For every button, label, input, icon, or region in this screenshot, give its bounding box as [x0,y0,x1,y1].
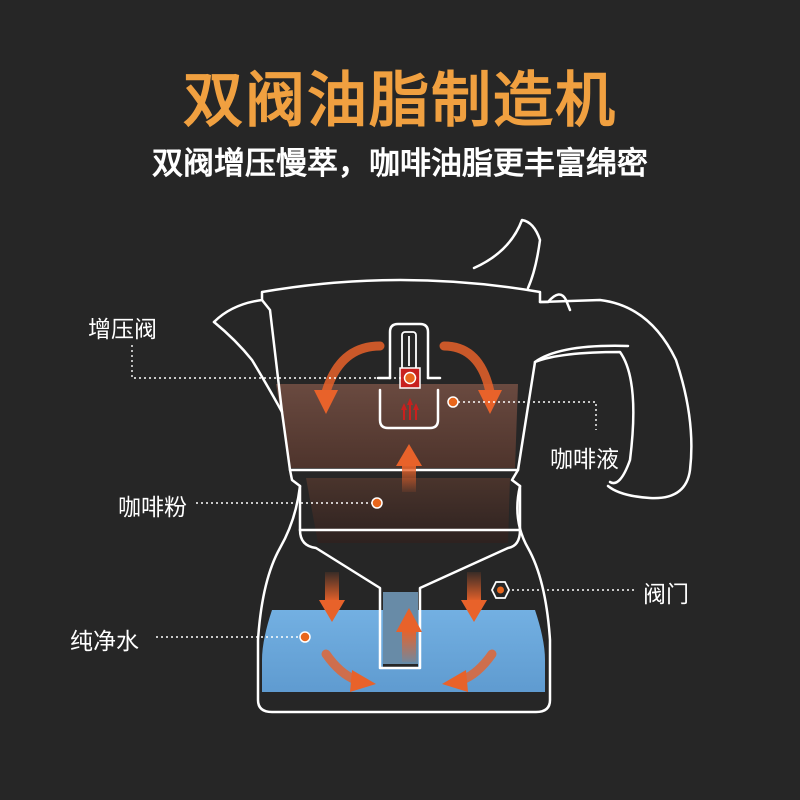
middle-belt-outline [288,468,522,532]
label-coffee-powder: 咖啡粉 [118,495,187,521]
leader-coffee-liquid [458,401,597,430]
handle-outline [538,298,693,500]
bottom-chamber-outline [256,484,552,714]
coffee-powder-fill [306,478,510,543]
label-pure-water: 纯净水 [70,629,139,655]
marker-pure-water [299,631,311,643]
arrow-up-funnel [402,630,416,662]
arrow-curve-top-right [439,341,495,397]
arrow-down-right [467,572,481,602]
arrow-down-left [325,572,339,602]
label-pressure-valve: 增压阀 [88,317,157,343]
marker-coffee-powder [371,497,383,509]
marker-pressure-valve [403,371,417,385]
marker-valve-hexagon [490,581,511,599]
marker-coffee-liquid [447,396,459,408]
upper-chamber-outline [212,320,635,485]
arrow-curve-top-left [321,341,385,397]
arrow-up-center [402,464,416,492]
label-valve: 阀门 [643,582,689,608]
label-coffee-liquid: 咖啡液 [550,447,619,473]
page-subtitle: 双阀增压慢萃，咖啡油脂更丰富绵密 [152,146,648,182]
lid-knob-outline [472,218,542,290]
central-column-outline [388,322,430,380]
filter-funnel-outline [298,528,522,670]
leader-pressure-valve [131,345,402,379]
flow-arrows [314,341,502,692]
page-title: 双阀油脂制造机 [183,66,617,136]
pot-lid-outline [212,278,572,324]
